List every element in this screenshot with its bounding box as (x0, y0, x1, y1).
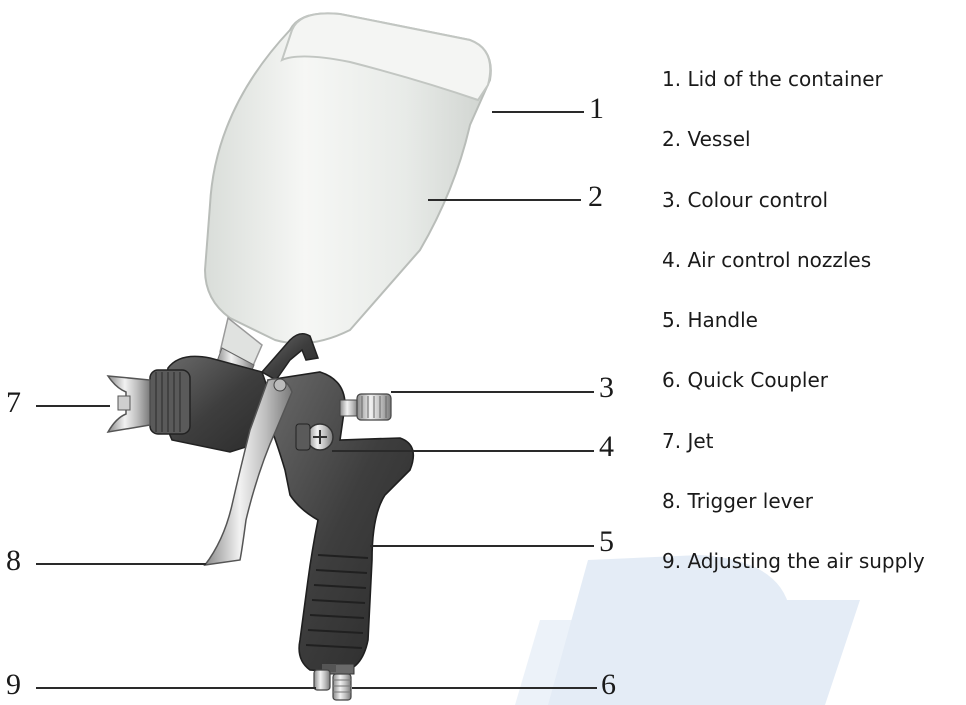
legend-item-6: 6. Quick Coupler (662, 368, 829, 393)
legend-item-8: 8. Trigger lever (662, 489, 813, 514)
callout-number-5: 5 (599, 525, 614, 558)
legend-item-2: 2. Vessel (662, 127, 751, 152)
legend-item-4: 4. Air control nozzles (662, 247, 872, 272)
leader-line-7 (36, 405, 110, 407)
callout-number-3: 3 (599, 371, 614, 404)
callout-number-8: 8 (6, 544, 21, 577)
callout-number-2: 2 (588, 180, 603, 213)
legend-item-7: 7. Jet (662, 428, 714, 453)
parts-legend: 1. Lid of the container 2. Vessel 3. Col… (662, 66, 925, 609)
leader-line-6 (352, 687, 597, 689)
callout-number-7: 7 (6, 386, 21, 419)
leader-line-5 (370, 545, 594, 547)
leader-line-2 (428, 199, 581, 201)
handle-shape (267, 371, 415, 673)
trigger-shape (203, 378, 293, 567)
legend-item-5: 5. Handle (662, 308, 758, 333)
leader-line-3 (391, 391, 594, 393)
callout-number-4: 4 (599, 430, 614, 463)
leader-line-9 (36, 687, 316, 689)
legend-item-3: 3. Colour control (662, 187, 829, 212)
lid-shape (280, 12, 492, 102)
legend-item-9: 9. Adjusting the air supply (662, 549, 925, 574)
callout-number-6: 6 (601, 668, 616, 701)
callout-number-1: 1 (589, 92, 604, 125)
leader-line-8 (36, 563, 206, 565)
leader-line-4 (332, 450, 594, 452)
legend-item-1: 1. Lid of the container (662, 67, 883, 91)
callout-number-9: 9 (6, 668, 21, 701)
leader-line-1 (492, 111, 584, 113)
